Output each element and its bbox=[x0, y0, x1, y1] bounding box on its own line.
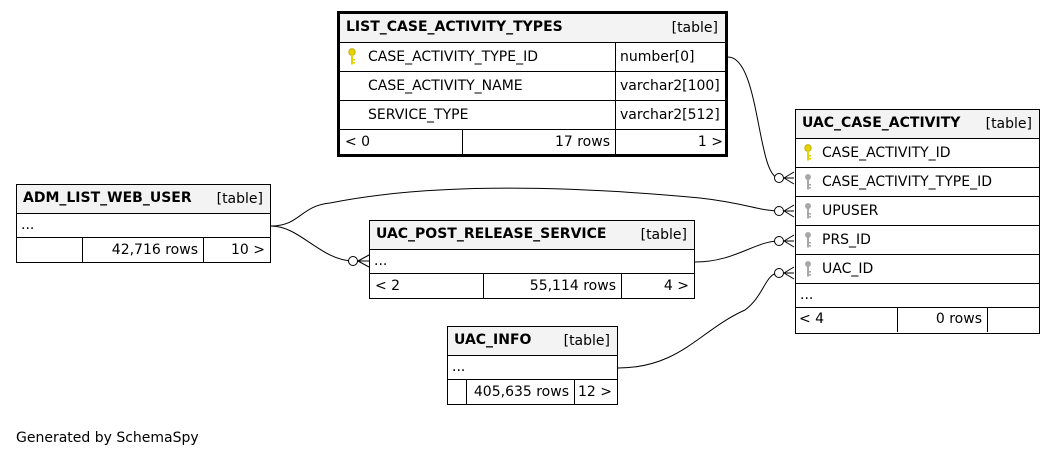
table-uac-info[interactable]: UAC_INFO [table] ... 405,635 rows 12 > bbox=[447, 326, 618, 405]
crow-foot bbox=[783, 234, 795, 248]
column-name: UAC_ID bbox=[822, 261, 874, 277]
children-cell bbox=[987, 308, 1039, 332]
column-name: CASE_ACTIVITY_TYPE_ID bbox=[822, 174, 992, 190]
row-count: 42,716 rows bbox=[111, 242, 198, 258]
relationship-line bbox=[727, 56, 794, 179]
table-type-label: [table] bbox=[216, 191, 263, 207]
children-count[interactable]: 1 > bbox=[697, 134, 723, 150]
ellipsis-row: ... bbox=[448, 356, 617, 380]
table-footer: < 2 55,114 rows 4 > bbox=[370, 274, 694, 298]
ellipsis: ... bbox=[452, 359, 466, 375]
crow-foot bbox=[357, 254, 370, 268]
column-name: SERVICE_TYPE bbox=[368, 107, 469, 123]
table-name[interactable]: UAC_POST_RELEASE_SERVICE bbox=[376, 226, 607, 242]
parents-count[interactable]: < 4 bbox=[799, 311, 825, 327]
table-footer: 42,716 rows 10 > bbox=[17, 238, 270, 262]
children-cell: 4 > bbox=[621, 274, 694, 298]
crow-foot bbox=[783, 171, 795, 185]
optional-marker bbox=[774, 173, 784, 183]
ellipsis: ... bbox=[374, 253, 388, 269]
children-count[interactable]: 10 > bbox=[231, 242, 265, 258]
foreign-key-icon bbox=[805, 174, 811, 190]
column-row[interactable]: CASE_ACTIVITY_NAME varchar2[100] bbox=[340, 72, 725, 101]
rows-cell: 55,114 rows bbox=[483, 274, 621, 298]
column-row[interactable]: UAC_ID bbox=[796, 255, 1039, 284]
crow-foot bbox=[783, 204, 795, 218]
table-header: UAC_CASE_ACTIVITY [table] bbox=[796, 110, 1039, 139]
foreign-key-icon bbox=[805, 232, 811, 248]
column-row[interactable]: UPUSER bbox=[796, 197, 1039, 226]
table-header: ADM_LIST_WEB_USER [table] bbox=[17, 185, 270, 214]
column-name: CASE_ACTIVITY_TYPE_ID bbox=[368, 49, 538, 65]
table-name[interactable]: ADM_LIST_WEB_USER bbox=[23, 190, 192, 206]
column-row[interactable]: CASE_ACTIVITY_ID bbox=[796, 139, 1039, 168]
ellipsis-row: ... bbox=[17, 214, 270, 238]
primary-key-icon bbox=[804, 144, 812, 161]
row-count: 17 rows bbox=[554, 134, 610, 150]
children-count[interactable]: 4 > bbox=[663, 278, 689, 294]
crow-foot bbox=[783, 266, 795, 280]
table-type-label: [table] bbox=[671, 20, 718, 36]
table-uac-post-release-service[interactable]: UAC_POST_RELEASE_SERVICE [table] ... < 2… bbox=[369, 220, 695, 299]
foreign-key-icon bbox=[805, 203, 811, 219]
ellipsis-row: ... bbox=[796, 284, 1039, 308]
column-type: varchar2[512] bbox=[620, 107, 720, 123]
row-count: 405,635 rows bbox=[473, 384, 569, 400]
table-footer: 405,635 rows 12 > bbox=[448, 380, 617, 404]
ellipsis: ... bbox=[21, 217, 35, 233]
table-adm-list-web-user[interactable]: ADM_LIST_WEB_USER [table] ... 42,716 row… bbox=[16, 184, 271, 263]
rows-cell: 0 rows bbox=[897, 308, 987, 332]
optional-marker bbox=[348, 256, 358, 266]
table-type-label: [table] bbox=[640, 227, 687, 243]
column-row[interactable]: PRS_ID bbox=[796, 226, 1039, 255]
row-count: 0 rows bbox=[935, 311, 982, 327]
row-count: 55,114 rows bbox=[529, 278, 616, 294]
column-type-cell: number[0] bbox=[615, 43, 728, 71]
children-cell: 12 > bbox=[574, 380, 617, 404]
foreign-key-icon bbox=[805, 261, 811, 277]
column-type: number[0] bbox=[620, 49, 695, 65]
rows-cell: 405,635 rows bbox=[466, 380, 574, 404]
table-list-case-activity-types[interactable]: LIST_CASE_ACTIVITY_TYPES [table] CASE_AC… bbox=[337, 11, 728, 157]
column-type: varchar2[100] bbox=[620, 78, 720, 94]
table-name[interactable]: LIST_CASE_ACTIVITY_TYPES bbox=[346, 19, 563, 35]
column-name: UPUSER bbox=[822, 203, 879, 219]
relationship-line bbox=[617, 272, 794, 369]
column-name: CASE_ACTIVITY_ID bbox=[822, 145, 951, 161]
table-footer: < 4 0 rows bbox=[796, 308, 1039, 332]
table-name[interactable]: UAC_INFO bbox=[454, 332, 532, 348]
table-header: UAC_INFO [table] bbox=[448, 327, 617, 356]
table-type-label: [table] bbox=[985, 116, 1032, 132]
optional-marker bbox=[774, 236, 784, 246]
generated-by-footer: Generated by SchemaSpy bbox=[16, 430, 199, 446]
parents-count[interactable]: < 2 bbox=[375, 278, 401, 294]
children-cell: 10 > bbox=[203, 238, 270, 262]
ellipsis: ... bbox=[800, 287, 814, 303]
optional-marker bbox=[774, 268, 784, 278]
column-row[interactable]: CASE_ACTIVITY_TYPE_ID number[0] bbox=[340, 43, 725, 72]
column-name: CASE_ACTIVITY_NAME bbox=[368, 78, 523, 94]
table-uac-case-activity[interactable]: UAC_CASE_ACTIVITY [table] CASE_ACTIVITY_… bbox=[795, 109, 1040, 334]
column-row[interactable]: SERVICE_TYPE varchar2[512] bbox=[340, 101, 725, 130]
ellipsis-row: ... bbox=[370, 250, 694, 274]
column-row[interactable]: CASE_ACTIVITY_TYPE_ID bbox=[796, 168, 1039, 197]
column-type-cell: varchar2[100] bbox=[615, 72, 728, 100]
relationship-line bbox=[270, 225, 369, 262]
table-name[interactable]: UAC_CASE_ACTIVITY bbox=[802, 115, 961, 131]
rows-cell: 42,716 rows bbox=[82, 238, 203, 262]
table-footer: < 0 17 rows 1 > bbox=[340, 130, 725, 154]
column-type-cell: varchar2[512] bbox=[615, 101, 728, 129]
children-count[interactable]: 12 > bbox=[578, 384, 612, 400]
table-type-label: [table] bbox=[563, 333, 610, 349]
table-header: UAC_POST_RELEASE_SERVICE [table] bbox=[370, 221, 694, 250]
primary-key-icon bbox=[348, 48, 356, 65]
children-cell: 1 > bbox=[615, 130, 728, 154]
table-header: LIST_CASE_ACTIVITY_TYPES [table] bbox=[340, 14, 725, 43]
rows-cell: 17 rows bbox=[462, 130, 615, 154]
column-name: PRS_ID bbox=[822, 232, 871, 248]
optional-marker bbox=[774, 206, 784, 216]
parents-count[interactable]: < 0 bbox=[345, 134, 371, 150]
relationship-line bbox=[270, 187, 794, 227]
